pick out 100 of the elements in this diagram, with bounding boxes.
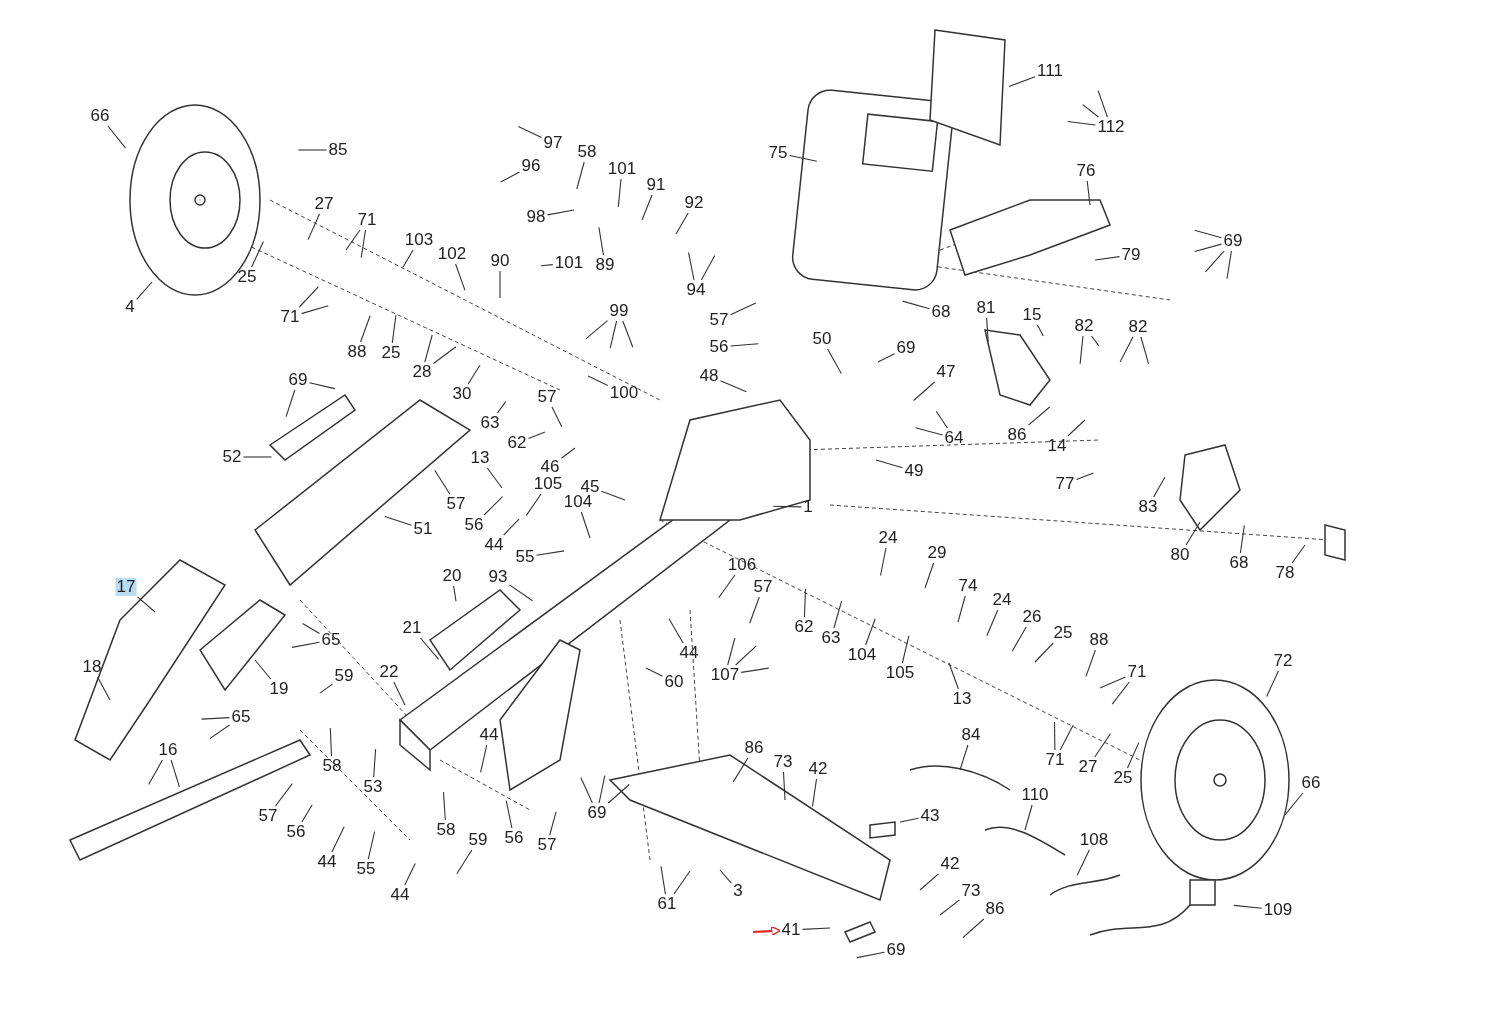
leader-line: [986, 609, 999, 637]
callout-number: 101: [606, 160, 638, 178]
leader-line: [367, 831, 376, 860]
leader-line: [404, 862, 416, 886]
leader-line: [729, 343, 759, 347]
leader-line: [957, 595, 966, 623]
callout-number: 96: [520, 157, 542, 175]
leader-line: [1266, 670, 1279, 697]
callout-number: 49: [903, 462, 925, 480]
callout-number: 43: [919, 807, 941, 825]
leader-line: [1053, 721, 1056, 751]
callout-number: 59: [333, 667, 355, 685]
leader-line: [1079, 335, 1084, 365]
callout-number: 57: [752, 578, 774, 596]
leader-line: [540, 264, 554, 267]
leader-line: [1284, 792, 1304, 816]
callout-number: 101: [553, 254, 585, 272]
callout-number: 44: [316, 853, 338, 871]
callout-number: 75: [767, 144, 789, 162]
leader-line: [419, 637, 440, 660]
leader-line: [505, 800, 513, 829]
callout-number: 63: [479, 414, 501, 432]
leader-line: [675, 212, 689, 235]
callout-number: 17: [115, 578, 137, 596]
callout-number: 57: [257, 807, 279, 825]
callout-number: 57: [536, 388, 558, 406]
callout-number: 60: [663, 673, 685, 691]
leader-line: [391, 314, 397, 344]
leader-line: [600, 490, 626, 501]
leader-line: [1097, 90, 1108, 118]
callout-number: 51: [412, 520, 434, 538]
callout-number: 58: [321, 757, 343, 775]
callout-number: 59: [467, 831, 489, 849]
callout-number: 102: [436, 245, 468, 263]
callout-number: 47: [935, 363, 957, 381]
leader-line: [360, 315, 371, 343]
callout-number: 69: [885, 941, 907, 959]
leader-line: [939, 899, 961, 916]
callout-number: 92: [683, 194, 705, 212]
leader-line: [291, 641, 321, 648]
leader-line: [879, 547, 887, 577]
callout-number: 91: [645, 176, 667, 194]
leader-line: [1153, 476, 1166, 498]
callout-number: 106: [726, 556, 758, 574]
callout-number: 88: [1088, 631, 1110, 649]
leader-line: [384, 516, 413, 526]
leader-line: [727, 637, 736, 666]
leader-line: [486, 467, 503, 489]
callout-number: 57: [445, 495, 467, 513]
leader-line: [772, 505, 802, 508]
leader-line: [913, 381, 936, 402]
leader-line: [1034, 642, 1054, 663]
leader-line: [251, 241, 264, 268]
callout-number: 111: [1036, 62, 1064, 80]
leader-line: [645, 667, 664, 677]
callout-number: 84: [960, 726, 982, 744]
leader-line: [201, 717, 231, 720]
callout-number: 100: [608, 384, 640, 402]
leader-line: [331, 826, 345, 853]
callout-number: 83: [1137, 498, 1159, 516]
callout-number: 26: [1021, 608, 1043, 626]
leader-line: [308, 382, 336, 390]
leader-line: [1140, 336, 1150, 365]
leader-line: [1036, 324, 1044, 337]
callout-number: 58: [435, 821, 457, 839]
callout-number: 69: [1222, 232, 1244, 250]
callout-number: 65: [230, 708, 252, 726]
leader-line: [959, 744, 969, 771]
callout-number: 44: [483, 536, 505, 554]
callout-number: 98: [525, 208, 547, 226]
callout-number: 99: [608, 302, 630, 320]
callout-number: 90: [489, 252, 511, 270]
callout-number: 22: [378, 663, 400, 681]
leader-line: [1194, 229, 1223, 239]
leader-line: [1067, 419, 1086, 437]
callout-number: 110: [1020, 786, 1050, 804]
leader-line: [865, 618, 876, 646]
leader-line: [551, 406, 563, 428]
leader-line: [782, 771, 786, 801]
callout-number: 86: [1006, 426, 1028, 444]
callout-number: 61: [656, 895, 678, 913]
leader-line: [1086, 180, 1091, 206]
leader-line: [919, 873, 940, 891]
callout-number: 24: [991, 591, 1013, 609]
callout-number: 14: [1046, 437, 1068, 455]
leader-line: [687, 251, 695, 281]
leader-line: [499, 171, 521, 183]
leader-line: [517, 125, 543, 139]
leader-line: [297, 149, 328, 151]
callout-number: 25: [380, 344, 402, 362]
leader-line: [1185, 521, 1201, 546]
leader-line: [298, 286, 320, 308]
leader-line: [136, 281, 153, 300]
callout-number: 72: [1272, 652, 1294, 670]
leader-line: [622, 320, 634, 348]
leader-line: [1027, 406, 1051, 426]
leader-line: [749, 596, 760, 624]
callout-number: 77: [1054, 475, 1076, 493]
leader-line: [96, 676, 111, 701]
callout-number: 73: [960, 882, 982, 900]
